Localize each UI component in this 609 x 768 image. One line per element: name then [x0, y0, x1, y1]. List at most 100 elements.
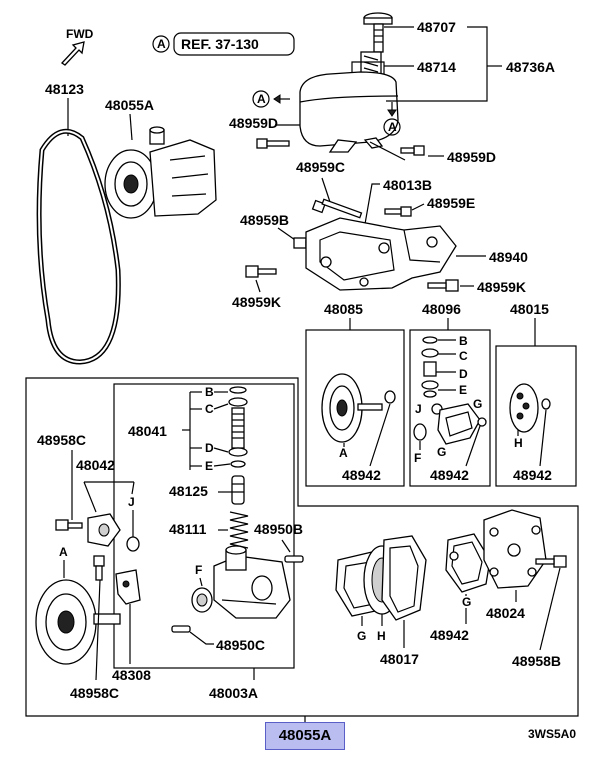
label-48942-c: 48942 — [513, 467, 552, 483]
pump-pulley-lower-icon — [35, 579, 121, 665]
letter-D-kit: D — [459, 367, 468, 381]
label-48308: 48308 — [112, 667, 151, 683]
box-48015 — [495, 345, 577, 487]
label-48055A-top: 48055A — [105, 97, 154, 113]
letter-E-kit: E — [459, 383, 467, 397]
bolt-48959D-left-icon — [256, 138, 290, 149]
box-48096 — [409, 329, 491, 487]
gasket-G-cover-icon — [445, 533, 491, 593]
mounting-bracket-icon — [305, 217, 457, 291]
letter-F-kit: F — [414, 451, 421, 465]
letter-H-cover: H — [514, 436, 523, 450]
label-48024: 48024 — [486, 605, 525, 621]
label-48015: 48015 — [510, 301, 549, 317]
label-48959K-left: 48959K — [232, 294, 281, 310]
label-48959E: 48959E — [427, 195, 475, 211]
letter-D-valve: D — [205, 441, 214, 455]
label-48958B: 48958B — [512, 653, 561, 669]
label-48123: 48123 — [45, 81, 84, 97]
label-48959D-left: 48959D — [229, 115, 278, 131]
letter-E-valve: E — [205, 459, 213, 473]
label-48959B: 48959B — [240, 212, 289, 228]
letter-G-lower: G — [357, 629, 366, 643]
letter-C-valve: C — [205, 402, 214, 416]
label-48940: 48940 — [489, 249, 528, 265]
fwd-arrow-icon — [61, 41, 85, 66]
label-48707: 48707 — [417, 19, 456, 35]
ref-label: REF. 37-130 — [181, 36, 259, 52]
label-48950B: 48950B — [254, 521, 303, 537]
letter-G-kit-2: G — [437, 445, 446, 459]
cover-48015-icon — [509, 383, 551, 433]
circle-a-marker-right: A — [383, 102, 401, 136]
label-48003A: 48003A — [209, 685, 258, 701]
reservoir-cap-icon — [363, 12, 393, 53]
pulley-48085-icon — [321, 373, 396, 443]
letter-J-lower: J — [128, 495, 135, 509]
pump-assembly-top-icon — [104, 126, 217, 219]
label-48096: 48096 — [422, 301, 461, 317]
highlighted-part-box[interactable] — [265, 722, 345, 750]
svg-text:A: A — [257, 92, 266, 106]
box-48085 — [305, 329, 405, 487]
svg-text:A: A — [157, 37, 166, 51]
label-48125: 48125 — [169, 483, 208, 499]
highlighted-part-number[interactable]: 48055A — [278, 727, 332, 744]
label-48042: 48042 — [76, 457, 115, 473]
letter-G-cover: G — [462, 595, 471, 609]
label-48958C-bot: 48958C — [70, 685, 119, 701]
svg-text:A: A — [388, 120, 397, 134]
bolt-48959K-right-icon — [427, 279, 459, 292]
label-48013B: 48013B — [383, 177, 432, 193]
circle-a-marker-left: A — [252, 90, 290, 108]
letter-A-48085: A — [339, 446, 348, 460]
letter-B-kit: B — [459, 334, 468, 348]
letter-G-kit-1: G — [473, 397, 482, 411]
label-48736A: 48736A — [506, 59, 555, 75]
catalog-code: 3WS5A0 — [528, 727, 576, 741]
ref-box — [173, 32, 295, 56]
letter-B-valve: B — [205, 385, 214, 399]
fwd-label: FWD — [66, 27, 94, 41]
bolt-48958C-top-icon — [55, 519, 83, 531]
label-48942-a: 48942 — [342, 467, 381, 483]
flow-valve-48041-icon — [228, 386, 248, 468]
letter-H-lower: H — [377, 629, 386, 643]
pin-48950B-icon — [284, 555, 304, 563]
label-48942-b: 48942 — [430, 467, 469, 483]
bracket-48308-icon — [115, 569, 141, 605]
lower-assembly-frame — [25, 377, 579, 717]
bolt-48958B-icon — [535, 555, 567, 568]
spring-48111-icon — [229, 511, 249, 549]
reservoir-tank-icon — [299, 61, 399, 153]
bolt-48959E-icon — [384, 206, 412, 217]
gasket-H-lower-icon — [381, 535, 427, 621]
label-48958C-top: 48958C — [37, 432, 86, 448]
label-48041: 48041 — [128, 423, 167, 439]
bolt-48959K-left-icon — [245, 265, 277, 278]
letter-F-housing: F — [195, 563, 202, 577]
seal-F-housing-icon — [191, 587, 213, 613]
label-48714: 48714 — [417, 59, 456, 75]
label-48959K-right: 48959K — [477, 279, 526, 295]
label-48950C: 48950C — [216, 637, 265, 653]
label-48017: 48017 — [380, 651, 419, 667]
drive-belt-icon — [36, 128, 121, 365]
seal-kit-48096-icon — [413, 336, 487, 445]
valve-48125-icon — [231, 475, 245, 505]
bolt-48959D-right-icon — [400, 145, 425, 156]
pump-cover-48024-icon — [483, 509, 547, 589]
label-48959D-right: 48959D — [447, 149, 496, 165]
label-48111: 48111 — [169, 521, 207, 537]
pin-48950C-icon — [171, 625, 191, 633]
fitting-48042-icon — [87, 513, 140, 552]
bolt-48958C-bot-icon — [93, 555, 105, 581]
label-48942-d: 48942 — [430, 627, 469, 643]
label-48959C: 48959C — [296, 159, 345, 175]
letter-J-kit: J — [415, 402, 422, 416]
letter-A-lower: A — [59, 545, 68, 559]
label-48085: 48085 — [324, 301, 363, 317]
letter-C-kit: C — [459, 349, 468, 363]
